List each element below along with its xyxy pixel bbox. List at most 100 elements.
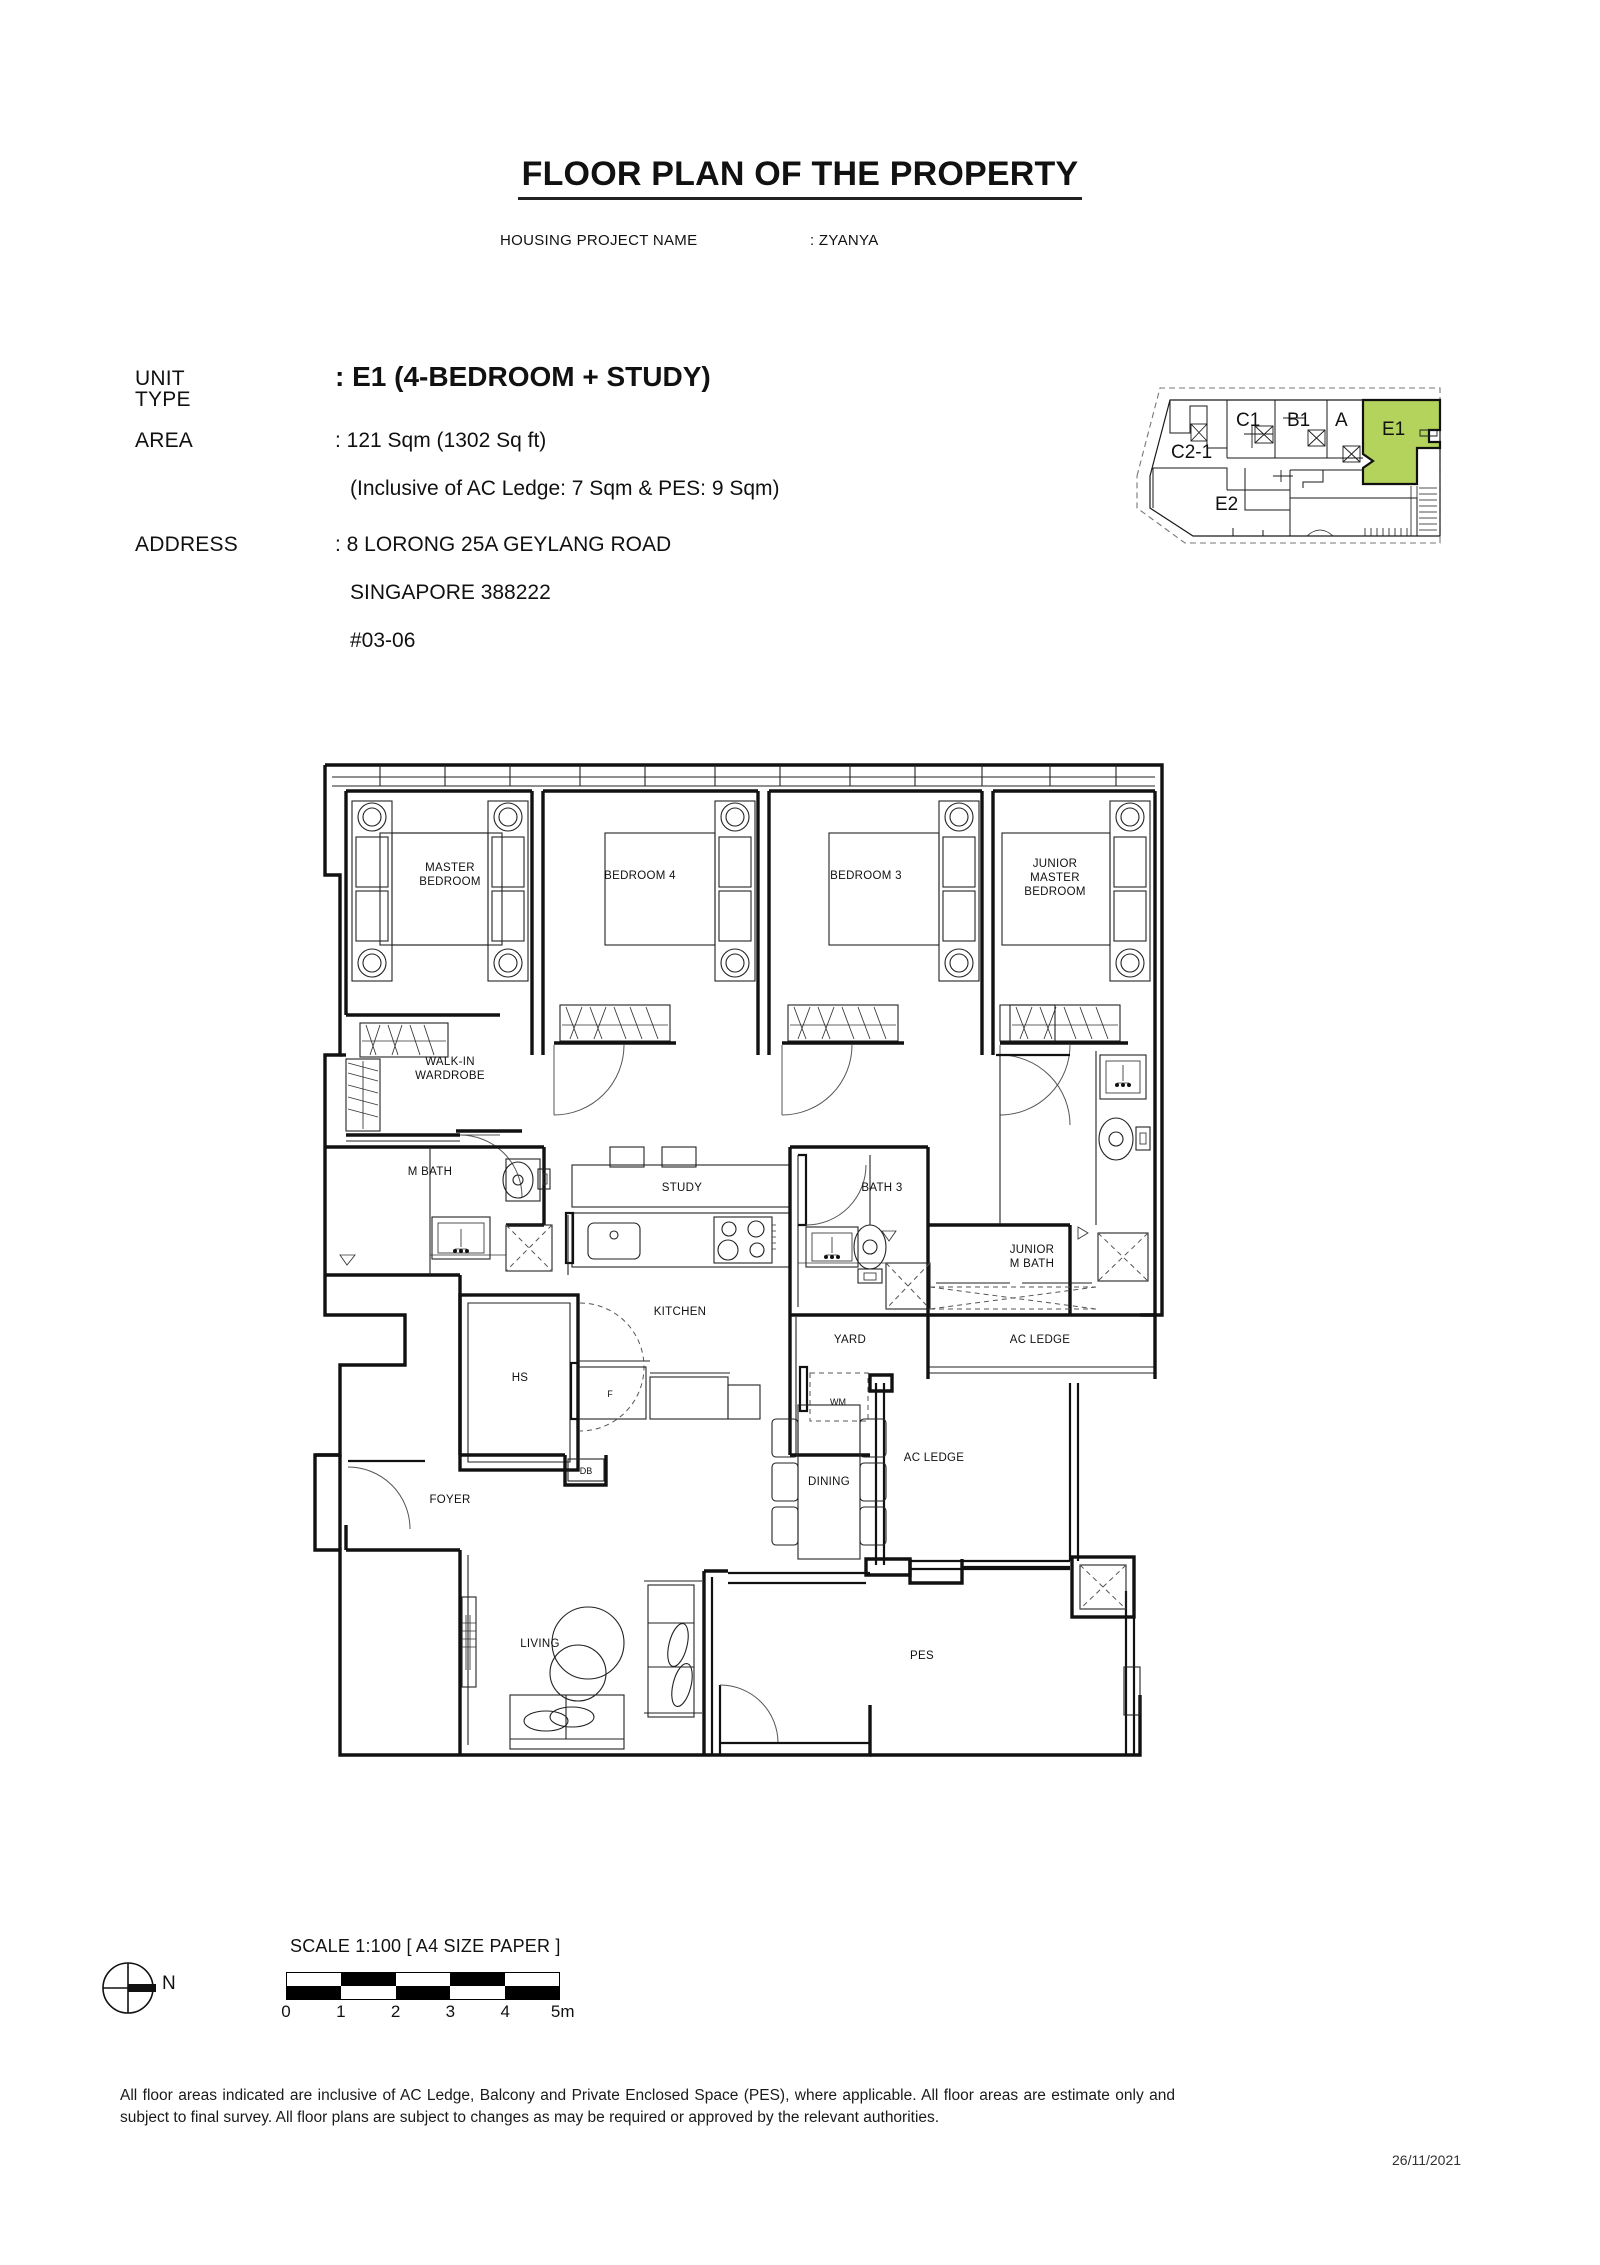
room-label-pes: PES (910, 1650, 934, 1662)
room-label-living: LIVING (520, 1638, 560, 1650)
core-hatch-3-x (1307, 429, 1326, 447)
bedroom-4-furniture (379, 800, 529, 982)
room-label-junior-m-bath-line1: JUNIOR (1010, 1244, 1055, 1256)
living-furniture (461, 1580, 702, 1750)
scale-ticks: 0 1 2 3 4 5m (281, 2002, 574, 2024)
foyer-area (315, 1453, 469, 1755)
wardrobe-junior-master (999, 1004, 1128, 1045)
area-label: AREA (135, 429, 193, 452)
mid-detail (1273, 470, 1293, 482)
bedroom-3-furniture (828, 800, 980, 982)
room-label-junior-m-bath-line2: M BATH (1010, 1258, 1054, 1270)
room-label-master-bedroom-line2: BEDROOM (419, 876, 481, 888)
core-hatch-2 (1254, 425, 1274, 444)
disclaimer-text: All floor areas indicated are inclusive … (120, 2087, 1175, 2126)
room-label-yard: YARD (834, 1334, 866, 1346)
room-label-ac-ledge-top: AC LEDGE (1010, 1334, 1071, 1346)
db-label: DB (580, 1466, 593, 1476)
junior-m-bath-room (928, 1051, 1155, 1317)
bedroom-4-group (604, 800, 756, 982)
pes-area (702, 1555, 1141, 1755)
partition-13 (1302, 470, 1324, 488)
curve-detail (1306, 529, 1334, 537)
db-niche (460, 1453, 608, 1487)
area-value: : 121 Sqm (1302 Sq ft) (335, 429, 547, 452)
scale-tick-2: 2 (390, 2002, 401, 2021)
address-line-1: : 8 LORONG 25A GEYLANG ROAD (335, 533, 672, 556)
key-plan-label-a: A (1335, 410, 1348, 431)
m-bath-room (325, 1145, 551, 1455)
room-label-walk-in-wardrobe-line1: WALK-IN (425, 1056, 475, 1068)
fridge-label: F (607, 1389, 613, 1399)
room-label-kitchen: KITCHEN (654, 1306, 707, 1318)
room-label-bedroom-3: BEDROOM 3 (830, 870, 902, 882)
room-label-study: STUDY (662, 1182, 703, 1194)
stair-lines (1410, 486, 1418, 536)
washing-machine-label: WM (830, 1397, 846, 1407)
unit-type-label: UNIT TYPE (135, 367, 191, 411)
core-hatch-4 (1342, 445, 1361, 463)
scale-tick-1: 1 (336, 2002, 346, 2021)
scale-tick-4: 4 (500, 2002, 510, 2021)
window-mullions (379, 765, 1117, 786)
core-hatch-4-x (1342, 445, 1361, 463)
floor-plan-svg: .w { fill:none; stroke:#111; stroke-widt… (313, 763, 1164, 1757)
room-label-junior-master-line1: JUNIOR (1033, 858, 1078, 870)
key-plan: C2-1 C1 B1 A E1 E2 (1115, 358, 1465, 558)
scale-title: SCALE 1:100 [ A4 SIZE PAPER ] (290, 1936, 561, 1956)
room-label-junior-master-line2: MASTER (1030, 872, 1080, 884)
core-hatch-3 (1307, 429, 1326, 447)
unit-e1-shape[interactable] (1361, 398, 1442, 486)
key-plan-label-e2: E2 (1215, 494, 1238, 515)
room-label-dining: DINING (808, 1476, 850, 1488)
core-hatch-1 (1190, 423, 1208, 442)
room-label-m-bath: M BATH (408, 1166, 452, 1178)
bedroom-partitions (344, 789, 1157, 1315)
address-line-3: #03-06 (350, 629, 416, 652)
key-plan-label-b1: B1 (1287, 410, 1310, 431)
north-letter: N (162, 1973, 176, 1994)
yard-area (788, 1315, 870, 1457)
room-label-hs: HS (512, 1372, 529, 1384)
scale-tick-3: 3 (445, 2002, 456, 2021)
master-bedroom-furniture (351, 800, 503, 982)
room-label-ac-ledge-side: AC LEDGE (904, 1452, 965, 1464)
partition-10 (1290, 497, 1418, 536)
floor-plan-drawing: .w { fill:none; stroke:#111; stroke-widt… (310, 755, 1210, 1805)
wardrobe-bedroom-3 (782, 1004, 904, 1045)
housing-project-value: : ZYANYA (810, 232, 879, 249)
core-hatch-1-x (1190, 423, 1208, 442)
scale-and-compass: SCALE 1:100 [ A4 SIZE PAPER ] N 0 1 2 3 … (100, 1936, 620, 2070)
site-boundary (1136, 387, 1441, 544)
page-title-text: FLOOR PLAN OF THE PROPERTY (517, 155, 1083, 200)
key-plan-label-e1: E1 (1382, 419, 1405, 440)
kitchen-counter (564, 1211, 791, 1275)
core-hatch-2-x (1254, 425, 1274, 444)
door-swings (456, 1044, 1071, 1198)
key-plan-svg: C2-1 C1 B1 A E1 E2 (1136, 387, 1442, 544)
ac-ledge-top-area (926, 1282, 1157, 1379)
scale-bar (286, 1972, 560, 2000)
scale-tick-0: 0 (281, 2002, 291, 2021)
m-bath-shower-stall (505, 1224, 553, 1272)
room-label-walk-in-wardrobe-line2: WARDROBE (415, 1070, 485, 1082)
room-label-master-bedroom-line1: MASTER (425, 862, 475, 874)
key-plan-label-c1: C1 (1236, 410, 1260, 431)
wardrobe-bedroom-4 (554, 1004, 676, 1045)
partition-6 (1153, 467, 1228, 490)
b1-detail (1283, 414, 1306, 424)
partition-9 (1244, 468, 1290, 511)
partition-5 (1169, 400, 1227, 449)
dining-furniture (771, 1404, 887, 1560)
kitchen-lower-units (569, 1360, 761, 1421)
ac-ledge-side-area (864, 1373, 1080, 1577)
date-stamp: 26/11/2021 (1392, 2152, 1462, 2168)
scale-tick-5: 5m (550, 2002, 575, 2021)
bath-3-room (788, 1145, 931, 1317)
room-label-junior-master-line3: BEDROOM (1024, 886, 1086, 898)
key-plan-label-c2-1: C2-1 (1171, 442, 1212, 463)
page-title: FLOOR PLAN OF THE PROPERTY (0, 155, 1600, 200)
junior-master-bedroom-furniture (1001, 800, 1151, 982)
hs-door (576, 1295, 645, 1435)
